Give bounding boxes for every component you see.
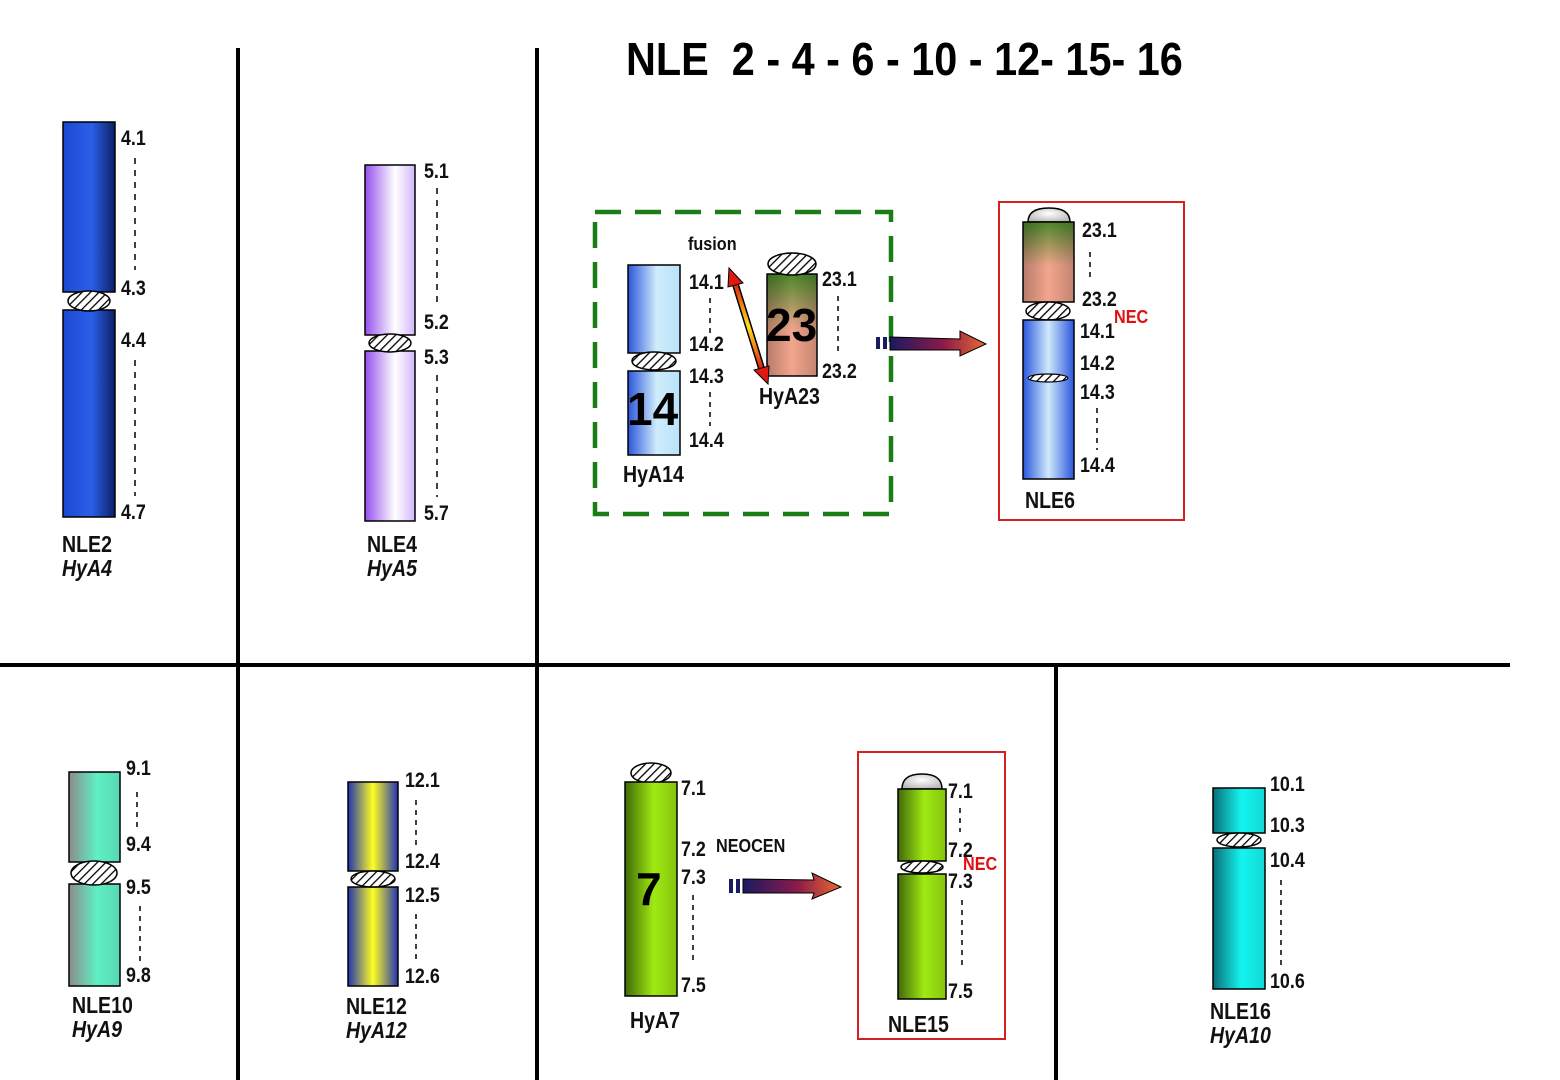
chromosome-number-14: 14: [627, 383, 679, 435]
figure-title: NLE 2 - 4 - 6 - 10 - 12- 15- 16: [626, 33, 1183, 85]
band-label: 12.1: [405, 769, 440, 792]
chromosome-name: NLE12: [346, 993, 407, 1019]
arrow-to-nle15: [729, 872, 843, 900]
chromosome-source: HyA12: [346, 1017, 407, 1044]
chromosome-source: HyA5: [367, 555, 417, 582]
band-label: 5.2: [424, 311, 449, 334]
grid-lines: [0, 48, 1510, 1080]
chromosome-nle4: [364, 164, 438, 522]
band-label: 23.2: [1082, 288, 1117, 311]
chromosome-nle16: [1212, 787, 1282, 990]
band-label: 12.6: [405, 965, 440, 988]
chromosome-nle10: [68, 771, 141, 987]
chromosome-name: NLE2: [62, 531, 112, 557]
chromosome-hya14: [627, 264, 711, 456]
band-label: 12.5: [405, 884, 440, 907]
chromosome-nle6: [1022, 207, 1098, 480]
chromosome-source: HyA9: [72, 1016, 122, 1043]
chromosome-source: HyA4: [62, 555, 112, 582]
fusion-arrow: [727, 266, 770, 386]
chromosome-name-nle10: NLE10 HyA9: [72, 993, 133, 1041]
chromosome-name: NLE16: [1210, 998, 1271, 1024]
band-label: 14.2: [689, 333, 724, 356]
band-label: 4.1: [121, 127, 146, 150]
band-label: 4.7: [121, 501, 146, 524]
chromosome-number-7: 7: [636, 863, 662, 915]
chromosome-source: HyA10: [1210, 1022, 1271, 1049]
arrow-to-nle6: [876, 330, 988, 357]
chromosome-name-hya14: HyA14: [623, 461, 684, 487]
nec-label: NEC: [1114, 307, 1149, 327]
band-label: 14.4: [1080, 454, 1115, 477]
band-label: 7.1: [681, 777, 706, 800]
band-label: 7.2: [681, 838, 706, 861]
band-label: 9.8: [126, 964, 151, 987]
band-label: 9.5: [126, 876, 151, 899]
chromosome-name-nle4: NLE4 HyA5: [367, 532, 417, 580]
chromosome-name: NLE10: [72, 992, 133, 1018]
chromosome-name-nle2: NLE2 HyA4: [62, 532, 112, 580]
band-label: 5.3: [424, 346, 449, 369]
band-label: 23.1: [1082, 219, 1117, 242]
band-label: 7.3: [948, 870, 973, 893]
band-label: 7.2: [948, 839, 973, 862]
band-label: 9.4: [126, 833, 151, 856]
band-label: 7.1: [948, 780, 973, 803]
band-label: 10.4: [1270, 849, 1305, 872]
nec-label: NEC: [963, 854, 998, 874]
band-label: 4.3: [121, 277, 146, 300]
chromosome-nle12: [347, 781, 417, 987]
band-label: 10.6: [1270, 970, 1305, 993]
chromosome-name-hya7: HyA7: [630, 1007, 680, 1033]
nle15-box: [857, 751, 1006, 1040]
band-label: 14.1: [689, 271, 724, 294]
band-label: 12.4: [405, 850, 440, 873]
nle6-box: [998, 201, 1185, 521]
chromosome-hya23: [766, 252, 839, 377]
band-label: 7.5: [948, 980, 973, 1003]
chromosome-name: NLE4: [367, 531, 417, 557]
band-label: 14.3: [689, 365, 724, 388]
band-label: 14.4: [689, 429, 724, 452]
band-label: 4.4: [121, 329, 146, 352]
fusion-box: [592, 209, 894, 517]
chromosome-number-23: 23: [766, 299, 818, 351]
chromosome-name-nle12: NLE12 HyA12: [346, 994, 407, 1042]
band-label: 23.2: [822, 360, 857, 383]
chromosome-nle2: [62, 121, 136, 518]
chromosome-name-nle6: NLE6: [1025, 487, 1075, 513]
chromosome-name-hya23: HyA23: [759, 383, 820, 409]
band-label: 7.3: [681, 866, 706, 889]
neocen-label: NEOCEN: [716, 836, 786, 856]
chromosome-name-nle16: NLE16 HyA10: [1210, 999, 1271, 1047]
band-label: 14.1: [1080, 320, 1115, 343]
chromosome-name-nle15: NLE15: [888, 1011, 949, 1037]
band-label: 10.1: [1270, 773, 1305, 796]
band-label: 14.2: [1080, 352, 1115, 375]
band-label: 7.5: [681, 974, 706, 997]
band-label: 10.3: [1270, 814, 1305, 837]
fusion-label: fusion: [688, 234, 737, 254]
band-label: 5.1: [424, 160, 449, 183]
band-label: 14.3: [1080, 381, 1115, 404]
chromosome-hya7: [624, 762, 694, 997]
band-label: 9.1: [126, 757, 151, 780]
band-label: 5.7: [424, 502, 449, 525]
band-label: 23.1: [822, 268, 857, 291]
chromosome-nle15: [897, 773, 963, 1000]
